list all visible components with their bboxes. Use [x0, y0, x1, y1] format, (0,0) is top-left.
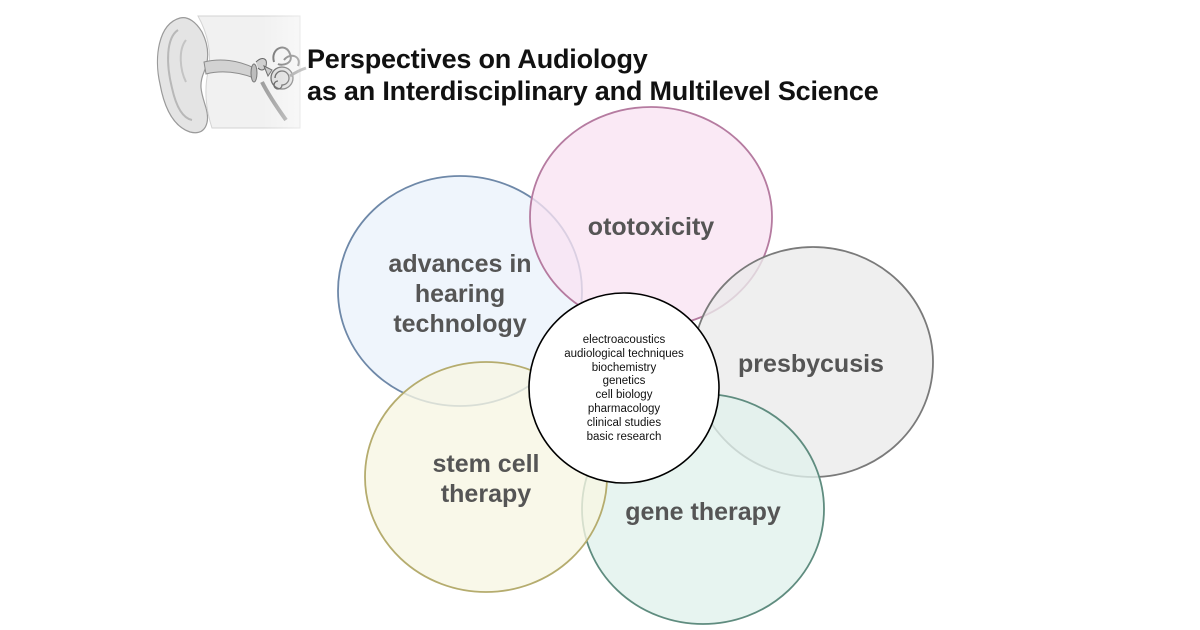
discipline-item: basic research: [586, 430, 662, 443]
center-circle: [528, 292, 720, 484]
ear-anatomy-illustration: [150, 10, 310, 138]
label-gene-therapy: gene therapy: [625, 498, 781, 526]
label-stem-cell-therapy: stem cell therapy: [432, 450, 540, 508]
figure-title: Perspectives on Audiology as an Interdis…: [307, 43, 879, 107]
discipline-item: audiological techniques: [564, 347, 684, 360]
discipline-item: biochemistry: [591, 361, 657, 374]
discipline-item: clinical studies: [586, 416, 662, 429]
discipline-item: genetics: [602, 375, 646, 388]
discipline-item: pharmacology: [587, 402, 661, 415]
label-advances-in-hearing-technology: advances in hearing technology: [388, 250, 532, 338]
discipline-item: cell biology: [595, 389, 653, 401]
title-line-2: as an Interdisciplinary and Multilevel S…: [307, 76, 879, 106]
label-presbycusis: presbycusis: [738, 350, 884, 378]
title-line-1: Perspectives on Audiology: [307, 44, 648, 74]
label-ototoxicity: ototoxicity: [587, 213, 715, 241]
discipline-item: electroacoustics: [582, 333, 666, 346]
center-disciplines-list: electroacoustics audiological techniques…: [564, 334, 684, 444]
